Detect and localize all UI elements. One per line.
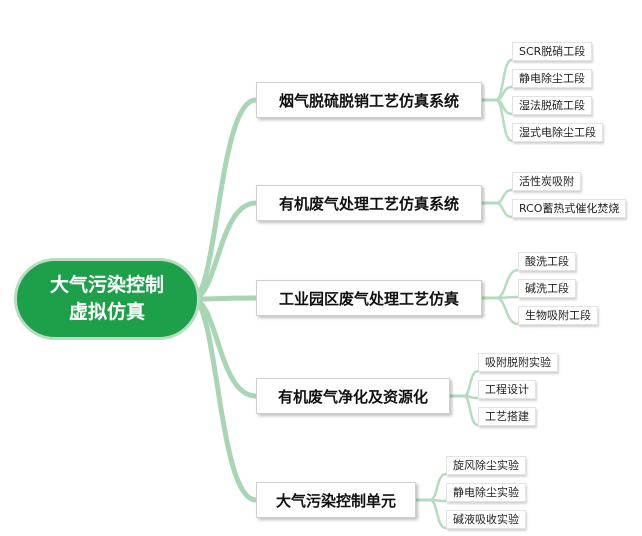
branch-connector (189, 200, 259, 302)
leaf-connector (494, 268, 520, 300)
leaf-electrostatic-dust-removal[interactable]: 静电除尘工段 (512, 69, 592, 88)
leaf-connector (462, 369, 480, 398)
branch-organic-waste-gas-treatment[interactable]: 有机废气处理工艺仿真系统 (256, 185, 482, 221)
branch-air-pollution-control-unit[interactable]: 大气污染控制单元 (256, 482, 416, 518)
leaf-connector (494, 201, 514, 219)
branch-organic-gas-purification[interactable]: 有机废气净化及资源化 (256, 378, 450, 414)
branch-connector (189, 97, 259, 302)
leaf-rco-catalytic-incineration[interactable]: RCO蓄热式催化焚烧 (512, 199, 627, 218)
leaf-connector (428, 498, 448, 530)
leaf-scr-denitration[interactable]: SCR脱硝工段 (512, 42, 593, 61)
leaf-alkali-absorption-experiment[interactable]: 碱液吸收实验 (446, 510, 526, 529)
leaf-connector (494, 98, 514, 143)
branch-flue-gas-desulfurization[interactable]: 烟气脱硫脱销工艺仿真系统 (256, 82, 482, 118)
leaf-cyclone-dust-experiment[interactable]: 旋风除尘实验 (446, 456, 526, 475)
root-title-line2: 虚拟仿真 (68, 301, 145, 323)
leaf-connector (494, 296, 520, 326)
root-node[interactable]: 大气污染控制 虚拟仿真 (14, 258, 200, 340)
leaf-engineering-design[interactable]: 工程设计 (478, 380, 536, 399)
leaf-connector (428, 472, 448, 502)
leaf-alkali-wash[interactable]: 碱洗工段 (518, 279, 576, 298)
leaf-wet-electrostatic-dust-removal[interactable]: 湿式电除尘工段 (512, 123, 603, 142)
leaf-process-construction[interactable]: 工艺搭建 (478, 407, 536, 426)
leaf-activated-carbon-adsorption[interactable]: 活性炭吸附 (512, 172, 581, 191)
root-title-line1: 大气污染控制 (49, 274, 164, 296)
leaf-bio-adsorption[interactable]: 生物吸附工段 (518, 306, 598, 325)
leaf-acid-wash[interactable]: 酸洗工段 (518, 252, 576, 271)
branch-connector (189, 295, 259, 302)
leaf-wet-desulfurization[interactable]: 湿法脱硫工段 (512, 96, 592, 115)
branch-connector (189, 296, 259, 503)
leaf-connector (494, 188, 514, 205)
leaf-adsorption-desorption-experiment[interactable]: 吸附脱附实验 (478, 353, 558, 372)
leaf-connector (494, 85, 514, 102)
leaf-connector (462, 394, 480, 427)
branch-industrial-park-waste-gas[interactable]: 工业园区废气处理工艺仿真 (256, 280, 482, 316)
leaf-electrostatic-dust-experiment[interactable]: 静电除尘实验 (446, 483, 526, 502)
